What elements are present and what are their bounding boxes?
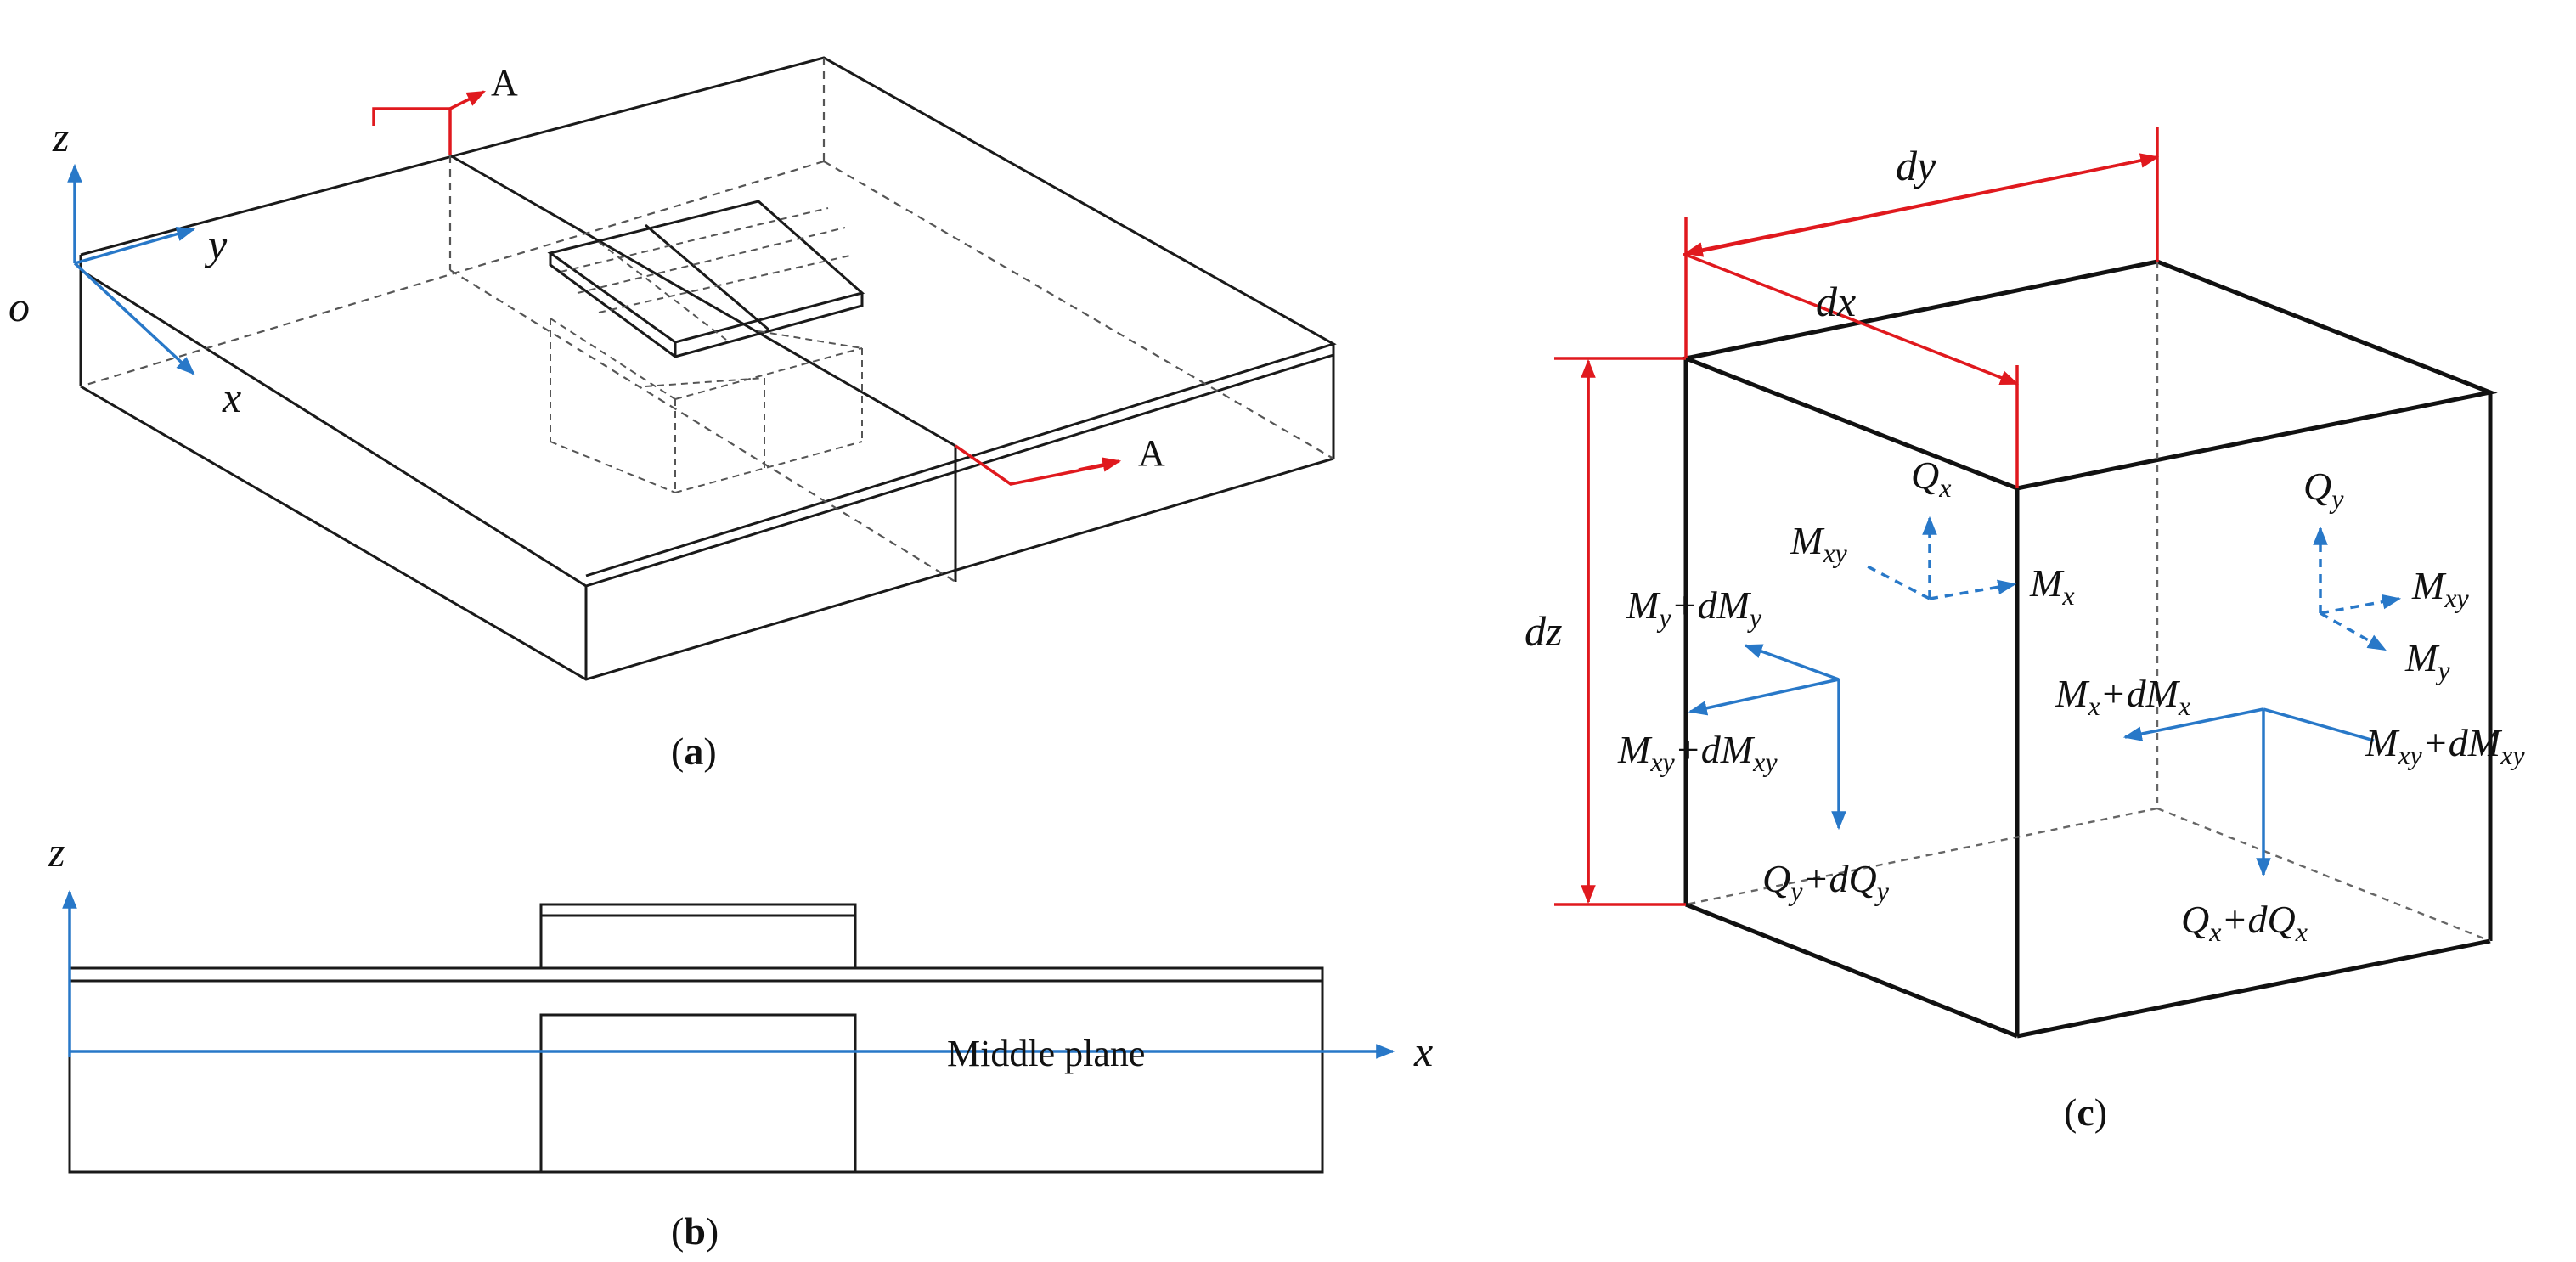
axes-b [62,889,1395,1059]
plate-outline [79,56,1337,681]
caption-a: (a) [671,730,717,773]
section-arrow-top [372,90,486,155]
caption-c: (c) [2064,1090,2107,1134]
label-mxy-dmxy-left: Mxy+dMxy [1617,728,1778,777]
axis-z-label-b: z [48,828,65,876]
dim-dx-label: dx [1816,278,1856,325]
label-my-dmy: My+dMy [1626,583,1762,633]
label-qy-dqy: Qy+dQy [1762,857,1890,906]
label-qy: Qy [2303,465,2344,514]
dim-dz-label: dz [1525,607,1562,655]
dim-dy-label: dy [1896,142,1936,189]
axis-y-label-a: y [204,221,228,268]
back-face-forces [2122,707,2375,877]
element-cube-hidden [1685,262,2491,943]
section-arrow-bottom [955,444,1122,486]
axes-a [67,163,196,375]
plate-hidden-edges [80,58,1334,583]
label-mx-dmx: Mx+dMx [2055,672,2190,721]
middle-plane-label: Middle plane [947,1033,1145,1074]
label-my: My [2404,636,2450,685]
label-qx-dqx: Qx+dQx [2181,898,2308,947]
front-face-forces [1863,516,2017,600]
label-mx: Mx [2029,561,2075,611]
left-face-forces [1688,644,1846,831]
right-face-forces [2313,526,2402,651]
central-patch-hidden [550,207,863,493]
panel-b: z x Middle plane (b) [48,828,1433,1253]
element-cube [1678,259,2498,1039]
section-profile [68,903,1324,1174]
central-patch [547,200,865,358]
section-label-bottom: A [1138,432,1165,474]
label-qx: Qx [1911,454,1951,503]
panel-c: dy dx dz Qx Mxy Mx My+dMy Mxy+dMxy Qy+dQ… [1525,127,2525,1134]
axis-z-label-a: z [52,113,69,161]
label-mxy-front: Mxy [1790,519,1848,568]
axis-x-label-b: x [1413,1028,1433,1075]
label-mxy-dmxy-back: Mxy+dMxy [2365,721,2525,770]
panel-a: A A z y x o (a) [8,56,1337,773]
dimension-lines [1554,127,2160,906]
label-mxy-right: Mxy [2411,564,2470,613]
origin-label: o [8,283,30,330]
axis-x-label-a: x [222,374,241,421]
caption-b: (b) [671,1209,719,1253]
section-label-top: A [491,62,518,104]
